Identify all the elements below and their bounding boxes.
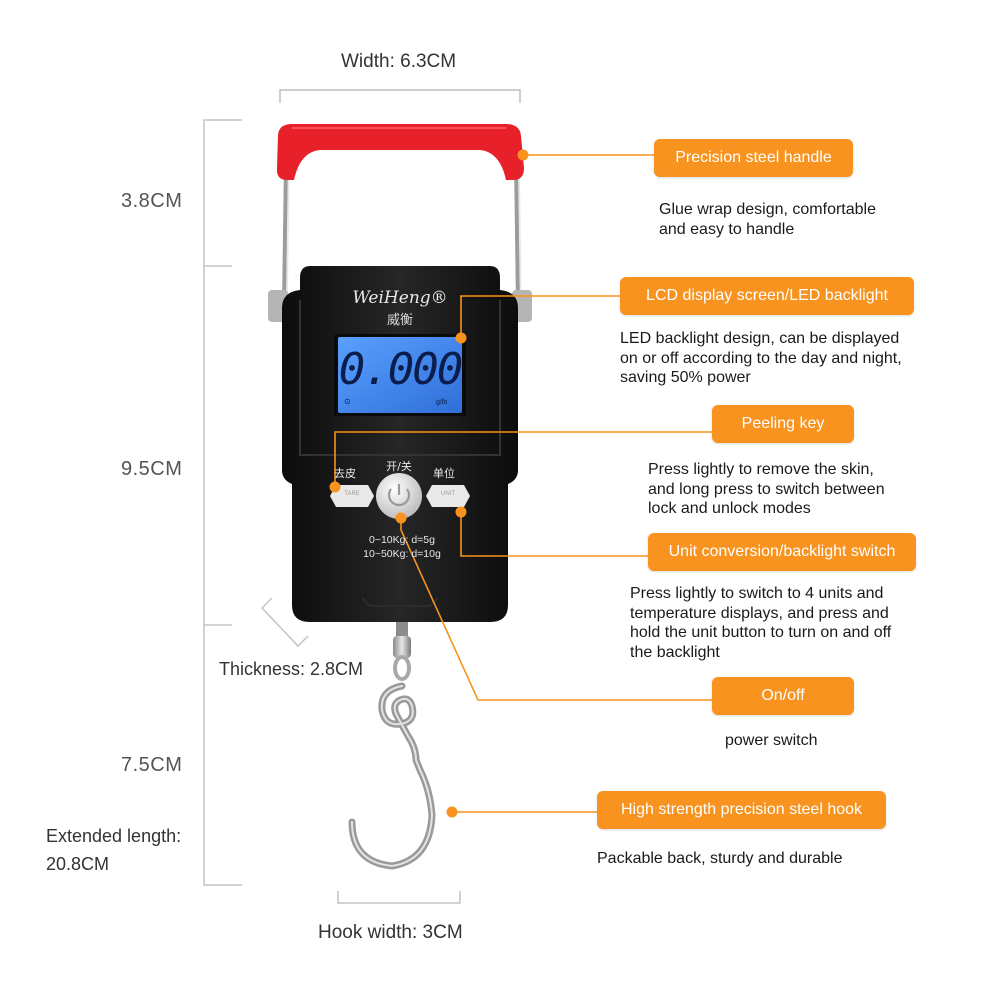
body-height-label: 9.5CM bbox=[121, 458, 183, 480]
desc-line: Press lightly to remove the skin, bbox=[648, 461, 874, 478]
power-icon bbox=[387, 488, 411, 507]
callout-handle-desc: Glue wrap design, comfortable and easy t… bbox=[659, 200, 876, 239]
desc-line: hold the unit button to turn on and off bbox=[630, 624, 892, 641]
tare-button[interactable] bbox=[330, 485, 374, 507]
desc-line: Packable back, sturdy and durable bbox=[597, 850, 843, 867]
callout-lcd-desc: LED backlight design, can be displayed o… bbox=[620, 329, 902, 388]
handle-height-label: 3.8CM bbox=[121, 190, 183, 212]
width-bracket bbox=[279, 89, 521, 103]
desc-line: Glue wrap design, comfortable bbox=[659, 201, 876, 218]
lcd-screen bbox=[338, 337, 462, 413]
unit-key-label: 单位 bbox=[433, 467, 455, 480]
callout-handle-title: Precision steel handle bbox=[654, 139, 853, 177]
scale-body bbox=[268, 266, 532, 622]
desc-line: saving 50% power bbox=[620, 369, 751, 386]
steel-hook bbox=[348, 622, 436, 870]
desc-line: the backlight bbox=[630, 643, 720, 661]
lcd-indicator-right: g/lb bbox=[436, 399, 448, 406]
lcd-indicator-left: ⊙ bbox=[344, 397, 351, 406]
callout-onoff-desc: power switch bbox=[725, 731, 817, 751]
height-bracket bbox=[203, 119, 242, 886]
brand-logo-cn: 威衡 bbox=[386, 313, 413, 328]
callout-peeling-desc: Press lightly to remove the skin, and lo… bbox=[648, 460, 885, 519]
callout-onoff-title: On/off bbox=[712, 677, 854, 715]
leader-dots bbox=[329, 149, 529, 818]
leader-lines bbox=[334, 154, 712, 813]
callout-unit-title: Unit conversion/backlight switch bbox=[648, 533, 916, 571]
desc-line: on or off according to the day and night… bbox=[620, 349, 902, 367]
hook-width-label: Hook width: 3CM bbox=[318, 922, 463, 943]
extended-length-label: Extended length: bbox=[46, 826, 182, 846]
desc-line: and long press to switch between bbox=[648, 480, 885, 498]
width-label: Width: 6.3CM bbox=[341, 51, 457, 72]
thickness-label: Thickness: 2.8CM bbox=[219, 659, 364, 679]
desc-line: lock and unlock modes bbox=[648, 500, 811, 517]
spec-line-1: 0~10Kg: d=5g bbox=[369, 534, 435, 546]
steel-handle bbox=[276, 124, 524, 306]
desc-line: and easy to handle bbox=[659, 220, 795, 238]
callout-hook-desc: Packable back, sturdy and durable bbox=[597, 849, 842, 869]
power-key-label: 开/关 bbox=[386, 460, 412, 473]
desc-line: LED backlight design, can be displayed bbox=[620, 330, 900, 347]
tare-key-label: 去皮 bbox=[334, 467, 356, 480]
callout-peeling-title: Peeling key bbox=[712, 405, 854, 443]
desc-line: Press lightly to switch to 4 units and bbox=[630, 585, 884, 602]
power-button[interactable] bbox=[376, 473, 422, 519]
callout-hook-title: High strength precision steel hook bbox=[597, 791, 886, 829]
unit-key-text: UNIT bbox=[441, 491, 455, 497]
desc-line: power switch bbox=[725, 732, 818, 749]
unit-button[interactable] bbox=[426, 485, 470, 507]
brand-logo: WeiHeng® bbox=[352, 288, 448, 308]
tare-key-text: TARE bbox=[344, 491, 360, 497]
hook-height-label: 7.5CM bbox=[121, 754, 183, 776]
callout-lcd-title: LCD display screen/LED backlight bbox=[620, 277, 914, 315]
lcd-reading: 0.000 bbox=[338, 344, 463, 395]
thickness-bracket bbox=[260, 597, 309, 648]
callout-unit-desc: Press lightly to switch to 4 units and t… bbox=[630, 584, 891, 662]
hook-width-bracket bbox=[337, 891, 461, 904]
extended-length-value: 20.8CM bbox=[46, 854, 110, 874]
spec-line-2: 10~50Kg: d=10g bbox=[363, 548, 441, 560]
desc-line: temperature displays, and press and bbox=[630, 604, 889, 622]
